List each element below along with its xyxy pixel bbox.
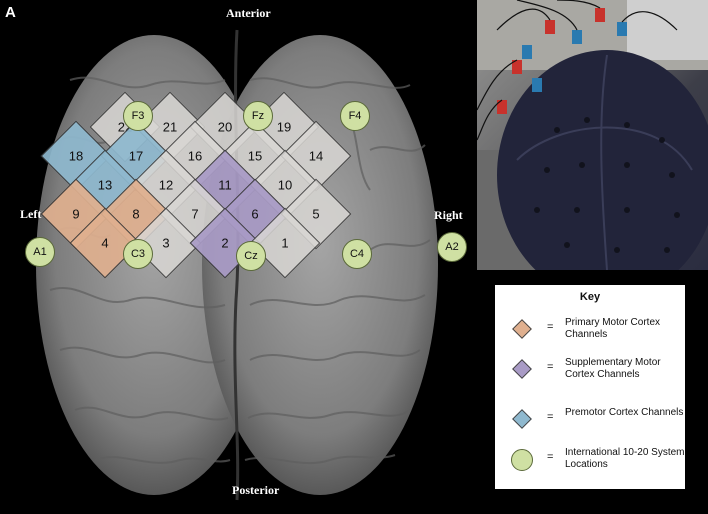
right-label: Right [434,208,463,222]
channel-number: 9 [72,206,80,222]
key-label: Premotor Cortex Channels [565,407,684,418]
key-diamond-swatch [512,319,532,339]
channel-number: 14 [308,148,324,164]
location-f4: F4 [340,101,370,131]
channel-number: 15 [247,148,263,164]
channel-number: 4 [101,235,109,251]
key-equals: = [547,321,554,333]
panel-label-a: A [5,4,16,21]
channel-number: 21 [162,119,178,135]
location-cz: Cz [236,241,266,271]
key-item: = International 10-20 System Locations [507,443,685,483]
channel-number: 8 [132,206,140,222]
posterior-label: Posterior [232,483,280,497]
location-c3: C3 [123,239,153,269]
channel-number: 1 [281,235,289,251]
location-c4: C4 [342,239,372,269]
key-circle-swatch [511,449,533,471]
key-item: = Premotor Cortex Channels [507,403,683,443]
channel-number: 2 [221,235,229,251]
key-equals: = [547,451,554,463]
channel-number: 12 [158,177,174,193]
channel-number: 7 [191,206,199,222]
key-item: = Supplementary Motor Cortex Channels [507,353,683,393]
anterior-label: Anterior [226,6,271,20]
key-title: Key [579,291,601,303]
location-f3: F3 [123,101,153,131]
channel-number: 5 [312,206,320,222]
key-label: Supplementary Motor Cortex Channels [565,357,661,380]
channel-number: 16 [187,148,203,164]
key-item: = Primary Motor Cortex Channels [507,313,683,353]
location-a2: A2 [437,232,467,262]
key-diamond-swatch [512,409,532,429]
key-label: Primary Motor Cortex Channels [565,317,661,340]
location-fz: Fz [243,101,273,131]
channel-number: 13 [97,177,113,193]
channel-number: 10 [277,177,293,193]
channel-number: 11 [218,177,232,193]
channel-number: 3 [162,235,170,251]
key-label: International 10-20 System Locations [565,447,685,470]
key-equals: = [547,411,554,423]
left-label: Left [20,207,42,221]
key-equals: = [547,361,554,373]
location-a1: A1 [25,237,55,267]
eeg-cap-photo: B [477,0,708,270]
channel-number: 17 [128,148,144,164]
channel-number: 18 [68,148,84,164]
channel-number: 19 [276,119,292,135]
channel-number: 6 [251,206,259,222]
key-box: Key = Primary Motor Cortex Channels = Suppl… [495,285,685,489]
key-diamond-swatch [512,359,532,379]
channel-number: 20 [217,119,233,135]
